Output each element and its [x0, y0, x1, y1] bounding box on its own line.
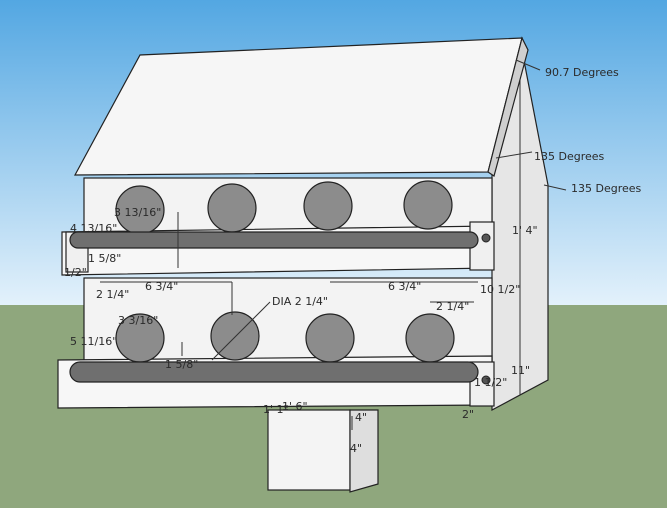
front-width-label: 1' 6"	[282, 400, 308, 413]
dimension-lines	[100, 59, 567, 430]
lower-hole-offset-label: 3 3/16"	[118, 314, 158, 327]
side-angle-label: 135 Degrees	[571, 182, 642, 195]
base-depth-label: 2"	[462, 408, 474, 421]
lower-perch-rod	[69, 361, 479, 383]
right-spacing-label: 2 1/4"	[436, 300, 469, 313]
lower-height-label: 5 11/16"	[70, 335, 117, 348]
side-height-label: 1' 4"	[512, 224, 538, 237]
floor-thickness-label: 1/2"	[64, 266, 87, 279]
lower-gap-label: 1 5/8"	[165, 358, 198, 371]
upper-height-label: 4 13/16"	[70, 222, 117, 235]
base-thickness-label: 1 1/2"	[474, 376, 507, 389]
entrance-hole	[207, 183, 257, 233]
side-depth-label: 10 1/2"	[480, 283, 520, 296]
upper-gap-label: 1 5/8"	[88, 252, 121, 265]
entrance-hole	[405, 313, 455, 363]
left-spacing-label: 2 1/4"	[96, 288, 129, 301]
entrance-hole	[303, 181, 353, 231]
hole-diameter-label: DIA 2 1/4"	[272, 295, 328, 308]
upper-perch-rod	[69, 231, 479, 249]
hole-spacing-right-label: 6 3/4"	[388, 280, 421, 293]
post-height-label: 4"	[350, 442, 362, 455]
upper-entrance-holes	[115, 180, 453, 235]
entrance-hole	[305, 313, 355, 363]
entrance-hole	[403, 180, 453, 230]
post-small-label: 1' 1"	[263, 403, 289, 416]
roof	[73, 37, 523, 176]
perch-height-label: 11"	[511, 364, 530, 377]
roof-angle-label: 90.7 Degrees	[545, 66, 619, 79]
top-hole-diameter-label: 3 13/16"	[114, 206, 161, 219]
post-side-label: 4"	[355, 411, 367, 424]
hole-spacing-left-label: 6 3/4"	[145, 280, 178, 293]
eave-angle-label: 135 Degrees	[534, 150, 605, 163]
dimension-labels: 90.7 Degrees 135 Degrees 135 Degrees 1' …	[64, 66, 642, 455]
entrance-hole	[210, 311, 260, 361]
lower-entrance-holes	[115, 311, 455, 363]
support-post	[267, 409, 379, 493]
